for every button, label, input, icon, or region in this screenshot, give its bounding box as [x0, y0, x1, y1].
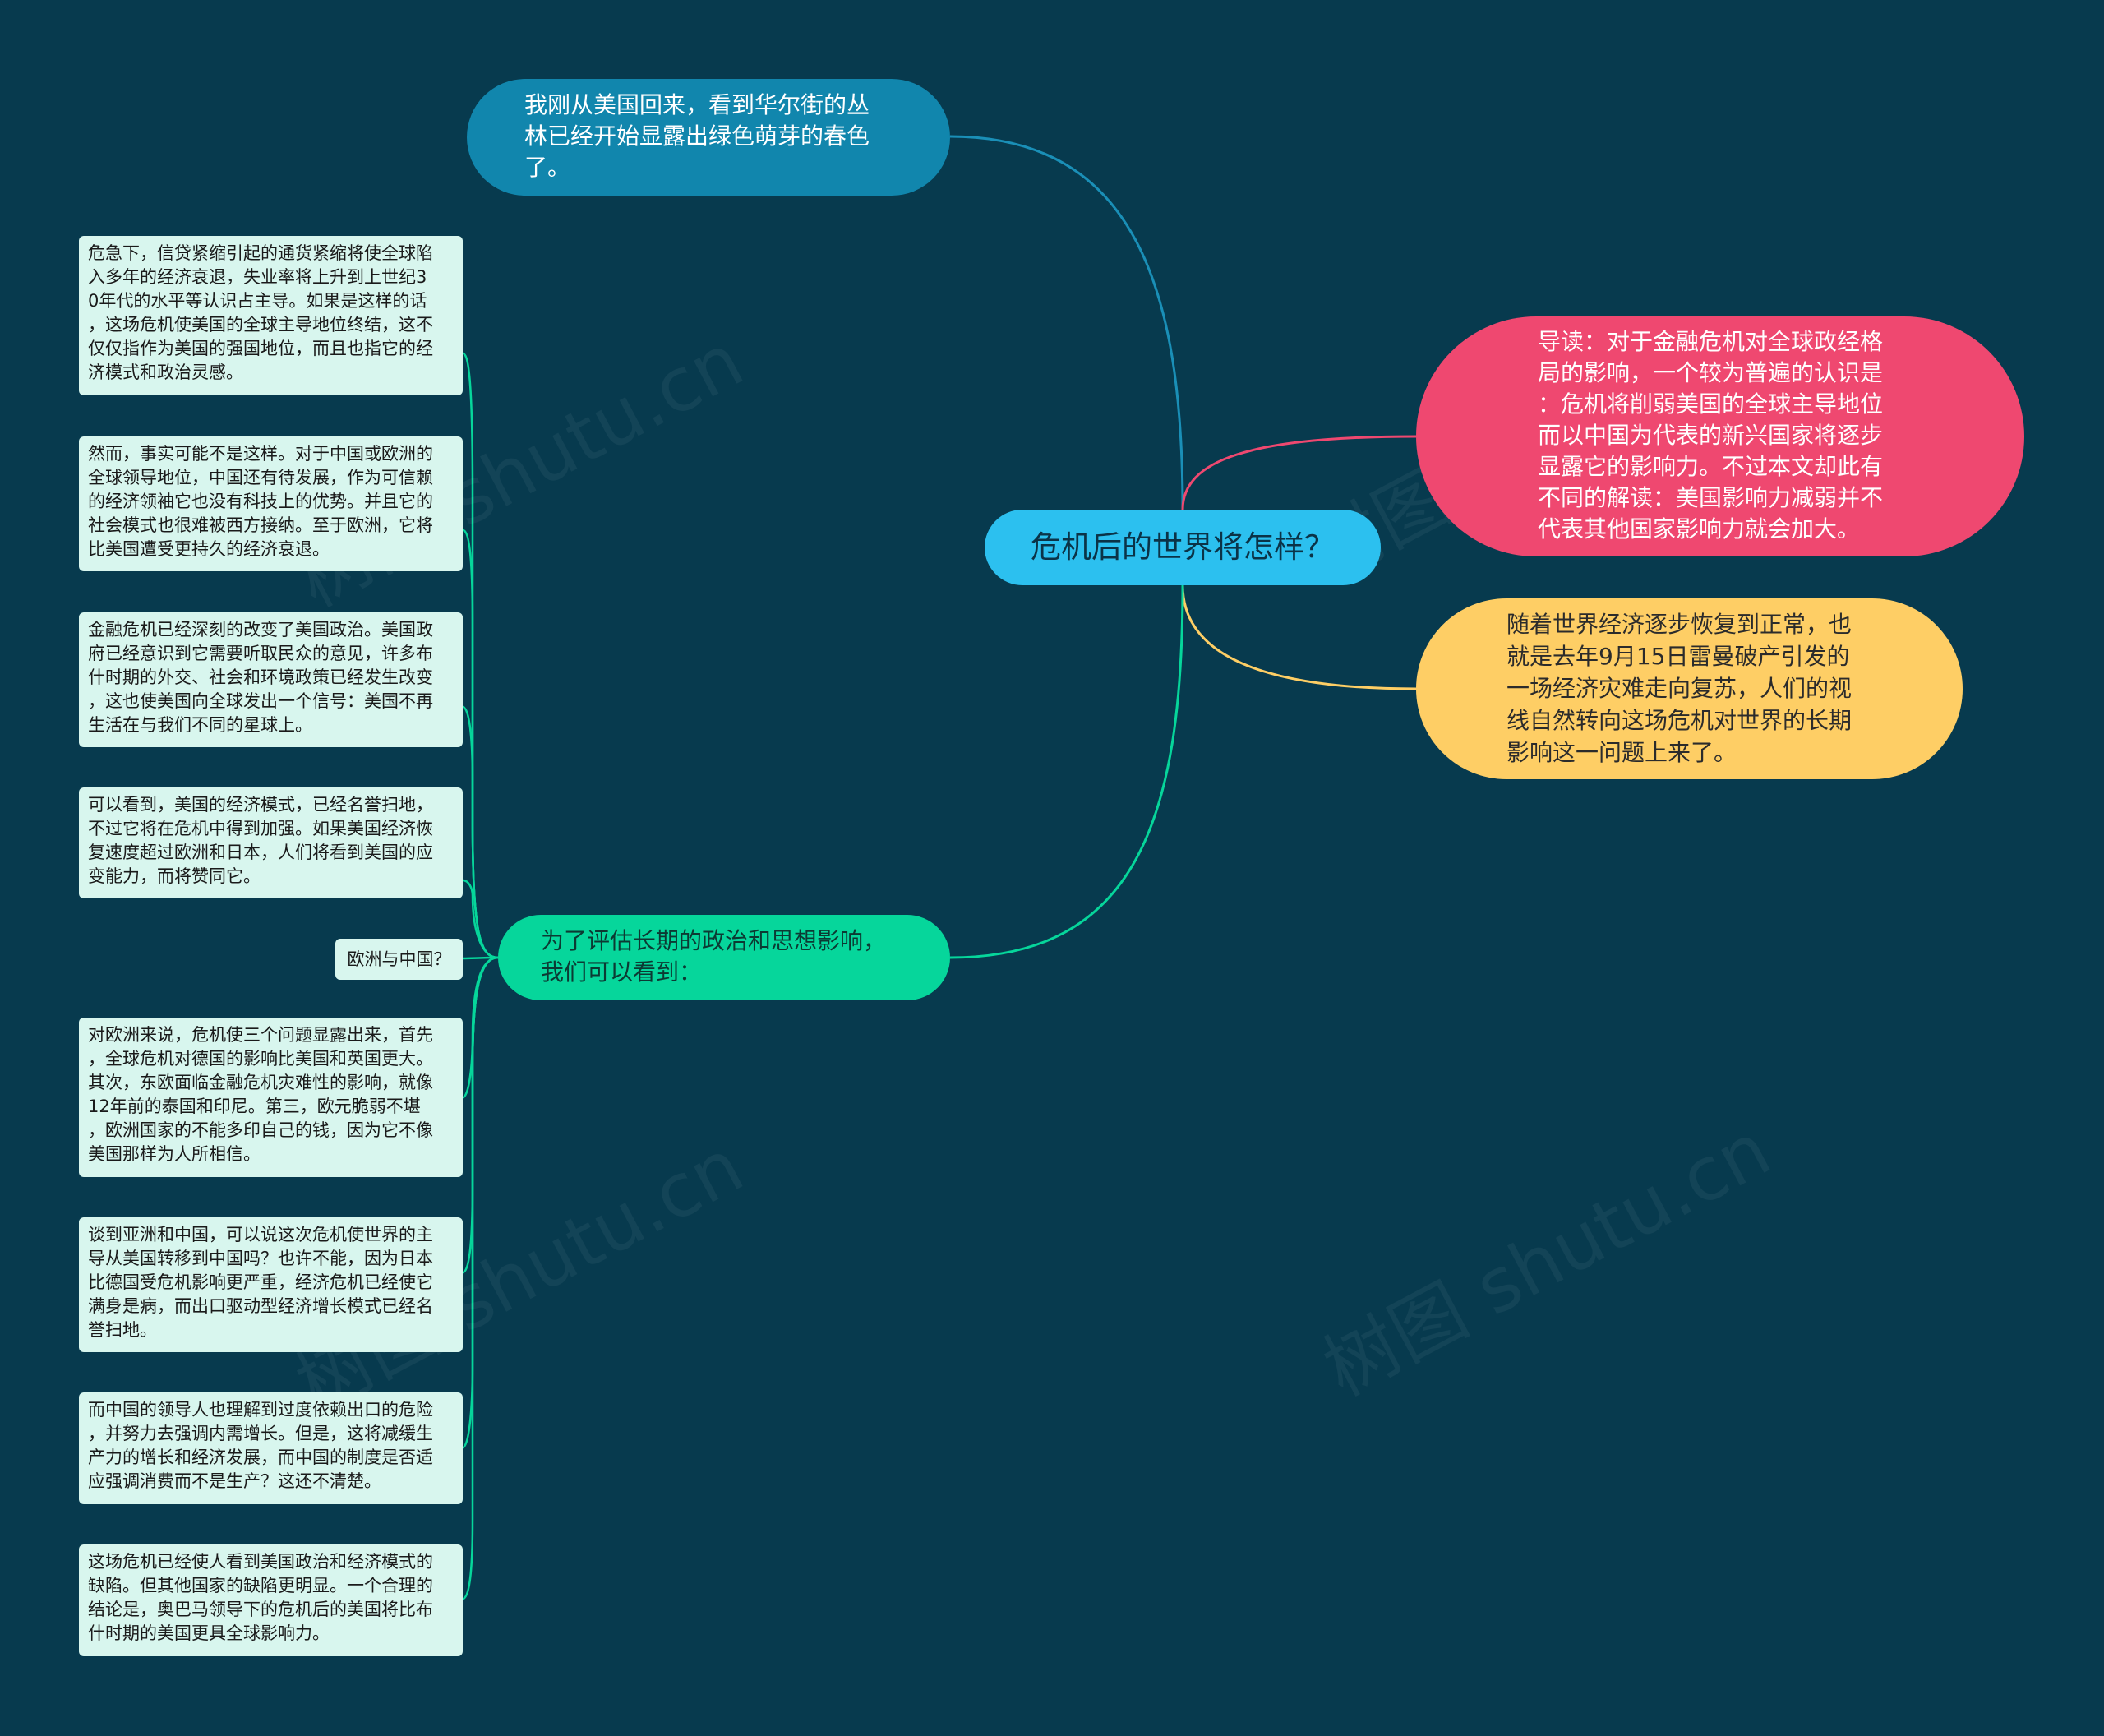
leaf-node[interactable]: 对欧洲来说，危机使三个问题显露出来，首先 ，全球危机对德国的影响比美国和英国更大… — [79, 1018, 463, 1177]
leaf-connectors — [462, 352, 499, 1600]
branch-intro-text: 我刚从美国回来，看到华尔街的丛 林已经开始显露出绿色萌芽的春色 了。 — [524, 91, 870, 181]
leaf-node[interactable]: 欧洲与中国？ — [335, 939, 463, 980]
leaf-node[interactable]: 危急下，信贷紧缩引起的通货紧缩将使全球陷 入多年的经济衰退，失业率将上升到上世纪… — [79, 236, 463, 395]
leaf-node[interactable]: 谈到亚洲和中国，可以说这次危机使世界的主 导从美国转移到中国吗？也许不能，因为日… — [79, 1217, 463, 1352]
leaf-text: 这场危机已经使人看到美国政治和经济模式的 缺陷。但其他国家的缺陷更明显。一个合理… — [88, 1552, 433, 1643]
link-root-yellow — [1181, 584, 1417, 690]
leaf-text: 危急下，信贷紧缩引起的通货紧缩将使全球陷 入多年的经济衰退，失业率将上升到上世纪… — [88, 243, 433, 382]
link-root-blue — [949, 135, 1184, 510]
leaf-text: 对欧洲来说，危机使三个问题显露出来，首先 ，全球危机对德国的影响比美国和英国更大… — [88, 1025, 433, 1164]
leaf-text: 然而，事实可能不是这样。对于中国或欧洲的 全球领导地位，中国还有待发展，作为可信… — [88, 444, 433, 559]
branch-guide-text: 导读：对于金融危机对全球政经格 局的影响，一个较为普遍的认识是 ：危机将削弱美国… — [1538, 328, 1884, 542]
leaf-text: 而中国的领导人也理解到过度依赖出口的危险 ，并努力去强调内需增长。但是，这将减缓… — [88, 1400, 433, 1491]
leaf-node[interactable]: 可以看到，美国的经济模式，已经名誉扫地， 不过它将在危机中得到加强。如果美国经济… — [79, 787, 463, 898]
branch-recovery[interactable]: 随着世界经济逐步恢复到正常，也 就是去年9月15日雷曼破产引发的 一场经济灾难走… — [1416, 598, 1963, 779]
leaf-node[interactable]: 金融危机已经深刻的改变了美国政治。美国政 府已经意识到它需要听取民众的意见，许多… — [79, 612, 463, 747]
branch-intro[interactable]: 我刚从美国回来，看到华尔街的丛 林已经开始显露出绿色萌芽的春色 了。 — [467, 79, 950, 196]
leaf-text: 可以看到，美国的经济模式，已经名誉扫地， 不过它将在危机中得到加强。如果美国经济… — [88, 795, 433, 886]
leaf-text: 欧洲与中国？ — [347, 949, 451, 969]
leaf-node[interactable]: 然而，事实可能不是这样。对于中国或欧洲的 全球领导地位，中国还有待发展，作为可信… — [79, 436, 463, 571]
leaf-text: 金融危机已经深刻的改变了美国政治。美国政 府已经意识到它需要听取民众的意见，许多… — [88, 620, 433, 735]
branch-assess[interactable]: 为了评估长期的政治和思想影响， 我们可以看到： — [498, 915, 950, 1000]
branch-guide[interactable]: 导读：对于金融危机对全球政经格 局的影响，一个较为普遍的认识是 ：危机将削弱美国… — [1416, 316, 2024, 556]
branch-assess-text: 为了评估长期的政治和思想影响， 我们可以看到： — [541, 927, 887, 986]
leaf-node[interactable]: 这场危机已经使人看到美国政治和经济模式的 缺陷。但其他国家的缺陷更明显。一个合理… — [79, 1544, 463, 1656]
leaf-text: 谈到亚洲和中国，可以说这次危机使世界的主 导从美国转移到中国吗？也许不能，因为日… — [88, 1225, 433, 1340]
leaf-node[interactable]: 而中国的领导人也理解到过度依赖出口的危险 ，并努力去强调内需增长。但是，这将减缓… — [79, 1392, 463, 1504]
branch-recovery-text: 随着世界经济逐步恢复到正常，也 就是去年9月15日雷曼破产引发的 一场经济灾难走… — [1506, 611, 1853, 766]
link-root-green — [949, 584, 1184, 959]
root-topic-label: 危机后的世界将怎样？ — [1031, 529, 1335, 565]
root-topic[interactable]: 危机后的世界将怎样？ — [985, 510, 1381, 585]
link-root-red — [1181, 435, 1417, 510]
